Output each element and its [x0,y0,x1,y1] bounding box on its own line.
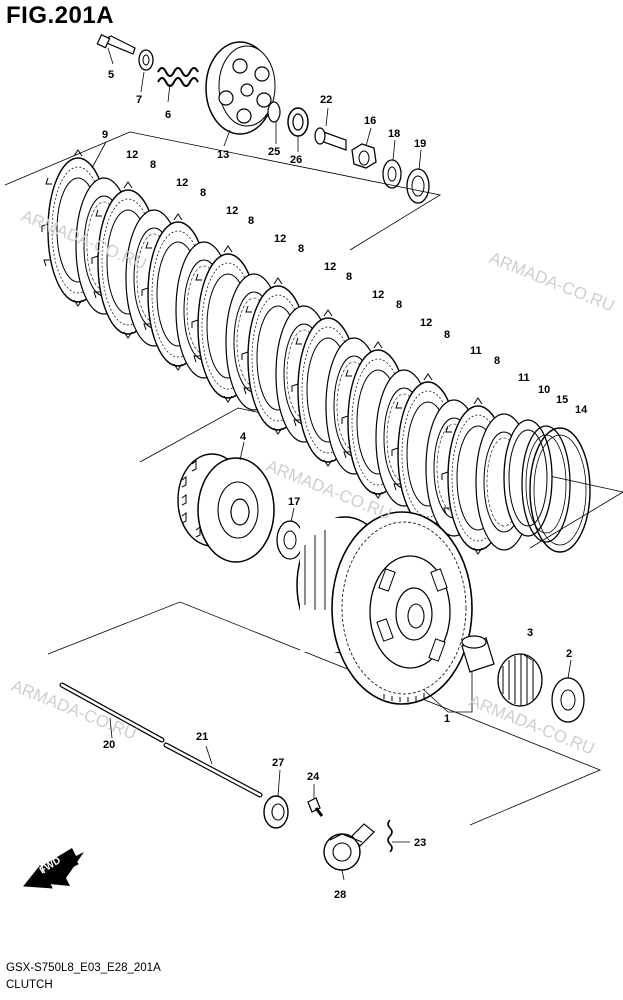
callout-2: 2 [566,648,572,660]
washer-25 [267,101,281,123]
callout-12f: 12 [372,289,384,301]
callout-28: 28 [334,889,346,901]
callout-8c: 8 [248,215,254,227]
callout-8d: 8 [298,243,304,255]
callout-12g: 12 [420,317,432,329]
top-bracket-line [4,131,442,251]
washer-19 [406,168,430,204]
leader-lines [91,47,572,881]
callout-12e: 12 [324,261,336,273]
callout-11b: 11 [518,372,530,384]
callout-4: 4 [240,431,247,443]
callout-24: 24 [307,771,320,783]
push-piece-22 [314,127,347,151]
callout-21: 21 [196,731,208,743]
retaining-ring-14 [529,427,591,553]
release-camshaft-28 [323,823,375,871]
callout-19: 19 [414,138,426,150]
clutch-plate-stack [41,149,533,555]
callout-17: 17 [288,496,300,508]
nut-16 [351,143,377,169]
callout-27: 27 [272,757,284,769]
primary-driven-gear-1 [296,511,473,705]
callout-8e: 8 [346,271,352,283]
callout-8: 8 [150,159,156,171]
washer-17 [276,520,304,560]
callout-10: 10 [538,384,550,396]
bolt-5 [96,33,136,55]
washer-18 [382,159,402,189]
washer-2 [551,677,585,723]
callout-8g: 8 [444,329,450,341]
callout-25: 25 [268,146,280,158]
figure-title: FIG.201A [6,2,115,29]
callout-labels: 5 7 6 13 25 26 22 16 18 19 9 12 8 12 8 1… [102,69,588,901]
callout-23: 23 [414,837,426,849]
callout-6: 6 [165,109,171,121]
callout-22: 22 [320,94,332,106]
spring-23 [387,819,393,853]
callout-18: 18 [388,128,400,140]
spacer [461,635,495,673]
spring-washer-seat-10 [503,419,553,537]
callout-16: 16 [364,115,376,127]
bearing-26 [287,107,309,137]
spring-6 [157,67,199,87]
callout-12b: 12 [176,177,188,189]
push-rod-21 [163,742,263,798]
callout-8h: 8 [494,355,500,367]
callout-12c: 12 [226,205,238,217]
callout-1: 1 [444,713,450,725]
clutch-sleeve-hub-4 [177,453,275,563]
push-rod-20 [59,682,165,743]
callout-26: 26 [290,154,302,166]
figure-code: GSX-S750L8_E03_E28_201A [6,962,161,974]
callout-15: 15 [556,394,568,406]
callout-12d: 12 [274,233,286,245]
watermark-4: ARMADA-CO.RU [9,676,140,744]
figure-name: CLUTCH [6,979,53,991]
needle-bearing-3 [497,653,543,707]
callout-14: 14 [575,404,588,416]
callout-8f: 8 [396,299,402,311]
callout-9: 9 [102,129,108,141]
callout-5: 5 [108,69,114,81]
callout-3: 3 [527,627,533,639]
callout-11: 11 [470,345,482,357]
callout-13: 13 [217,149,229,161]
pressure-plate-13 [205,41,276,135]
bolt-24 [307,797,324,817]
watermark-2: ARMADA-CO.RU [487,248,618,316]
fwd-arrow-icon: FWD [23,848,84,889]
oil-seal-27 [263,795,289,829]
callout-12: 12 [126,149,138,161]
callout-8b: 8 [200,187,206,199]
washer-7 [138,49,154,71]
callout-7: 7 [136,94,142,106]
callout-20: 20 [103,739,115,751]
